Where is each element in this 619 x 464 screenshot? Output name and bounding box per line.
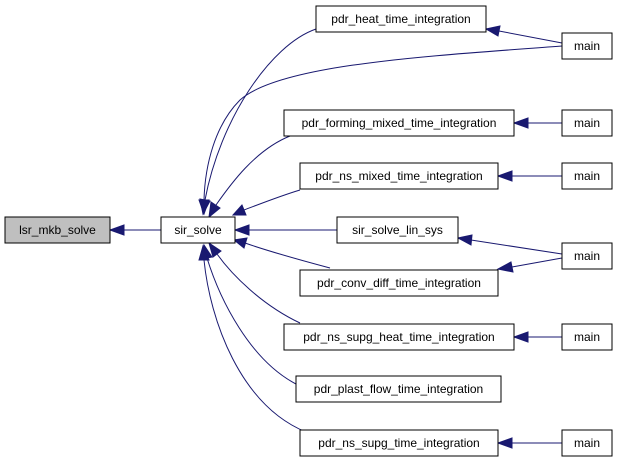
node-label: sir_solve_lin_sys: [352, 223, 443, 237]
node-label: pdr_ns_mixed_time_integration: [315, 169, 482, 183]
edge-main1-to-pdr-heat: [484, 25, 563, 44]
edge-pdr-plast-flow-to-sir-solve: [201, 243, 297, 385]
edge-main3-to-pdr-ns-mixed: [496, 170, 562, 182]
node-label: pdr_heat_time_integration: [331, 12, 470, 26]
node-label: pdr_conv_diff_time_integration: [317, 276, 481, 290]
edge-pdr-ns-supg-heat-to-sir-solve: [208, 241, 301, 324]
node-lsr-mkb-solve[interactable]: lsr_mkb_solve: [4, 216, 111, 244]
edge-pdr-conv-diff-to-sir-solve: [232, 237, 331, 269]
node-box: [561, 429, 613, 457]
node-pdr-plast-flow-time-integration[interactable]: pdr_plast_flow_time_integration: [295, 375, 502, 403]
node-box: [561, 242, 613, 270]
node-pdr-ns-mixed-time-integration[interactable]: pdr_ns_mixed_time_integration: [299, 162, 499, 190]
node-box: [336, 216, 459, 244]
edge-main1-to-sir-solve: [198, 45, 563, 216]
node-box: [283, 323, 515, 351]
node-label: pdr_forming_mixed_time_integration: [302, 116, 497, 130]
node-main-6[interactable]: main: [561, 429, 613, 457]
node-label: pdr_ns_supg_heat_time_integration: [303, 330, 494, 344]
node-label: sir_solve: [174, 223, 222, 237]
edge-lin-sys-to-sir-solve: [233, 224, 337, 236]
node-box: [561, 162, 613, 190]
node-label: main: [574, 436, 600, 450]
node-main-4[interactable]: main: [561, 242, 613, 270]
edge-sir-solve-to-lsr-mkb-solve: [108, 224, 161, 236]
edge-pdr-forming-to-sir-solve: [208, 135, 291, 219]
edge-main4-to-pdr-conv-diff: [496, 257, 563, 273]
node-sir-solve-lin-sys[interactable]: sir_solve_lin_sys: [336, 216, 459, 244]
node-pdr-forming-mixed-time-integration[interactable]: pdr_forming_mixed_time_integration: [283, 109, 515, 137]
node-box: [561, 32, 613, 60]
node-label: main: [574, 39, 600, 53]
node-box: [561, 323, 613, 351]
node-box: [315, 5, 487, 33]
node-box: [4, 216, 111, 244]
edges: [108, 25, 563, 449]
node-pdr-heat-time-integration[interactable]: pdr_heat_time_integration: [315, 5, 487, 33]
edge-main2-to-pdr-forming: [512, 117, 562, 129]
edge-pdr-ns-mixed-to-sir-solve: [231, 189, 301, 216]
node-box: [299, 429, 499, 457]
node-main-5[interactable]: main: [561, 323, 613, 351]
node-pdr-ns-supg-heat-time-integration[interactable]: pdr_ns_supg_heat_time_integration: [283, 323, 515, 351]
node-box: [299, 162, 499, 190]
edge-main4-to-lin-sys: [456, 234, 563, 255]
node-box: [295, 375, 502, 403]
node-label: main: [574, 330, 600, 344]
node-main-3[interactable]: main: [561, 162, 613, 190]
node-label: pdr_plast_flow_time_integration: [314, 382, 483, 396]
edge-pdr-ns-supg-to-sir-solve: [198, 244, 307, 433]
node-label: lsr_mkb_solve: [19, 223, 96, 237]
node-label: main: [574, 116, 600, 130]
node-box: [561, 109, 613, 137]
node-pdr-ns-supg-time-integration[interactable]: pdr_ns_supg_time_integration: [299, 429, 499, 457]
node-main-1[interactable]: main: [561, 32, 613, 60]
node-label: pdr_ns_supg_time_integration: [318, 436, 479, 450]
node-label: main: [574, 169, 600, 183]
node-sir-solve[interactable]: sir_solve: [160, 216, 236, 244]
edge-main6-to-pdr-ns-supg: [496, 437, 562, 449]
node-pdr-conv-diff-time-integration[interactable]: pdr_conv_diff_time_integration: [299, 269, 499, 297]
edge-main5-to-pdr-ns-supg-heat: [512, 331, 562, 343]
node-box: [160, 216, 236, 244]
node-box: [299, 269, 499, 297]
node-box: [283, 109, 515, 137]
node-main-2[interactable]: main: [561, 109, 613, 137]
node-label: main: [574, 249, 600, 263]
